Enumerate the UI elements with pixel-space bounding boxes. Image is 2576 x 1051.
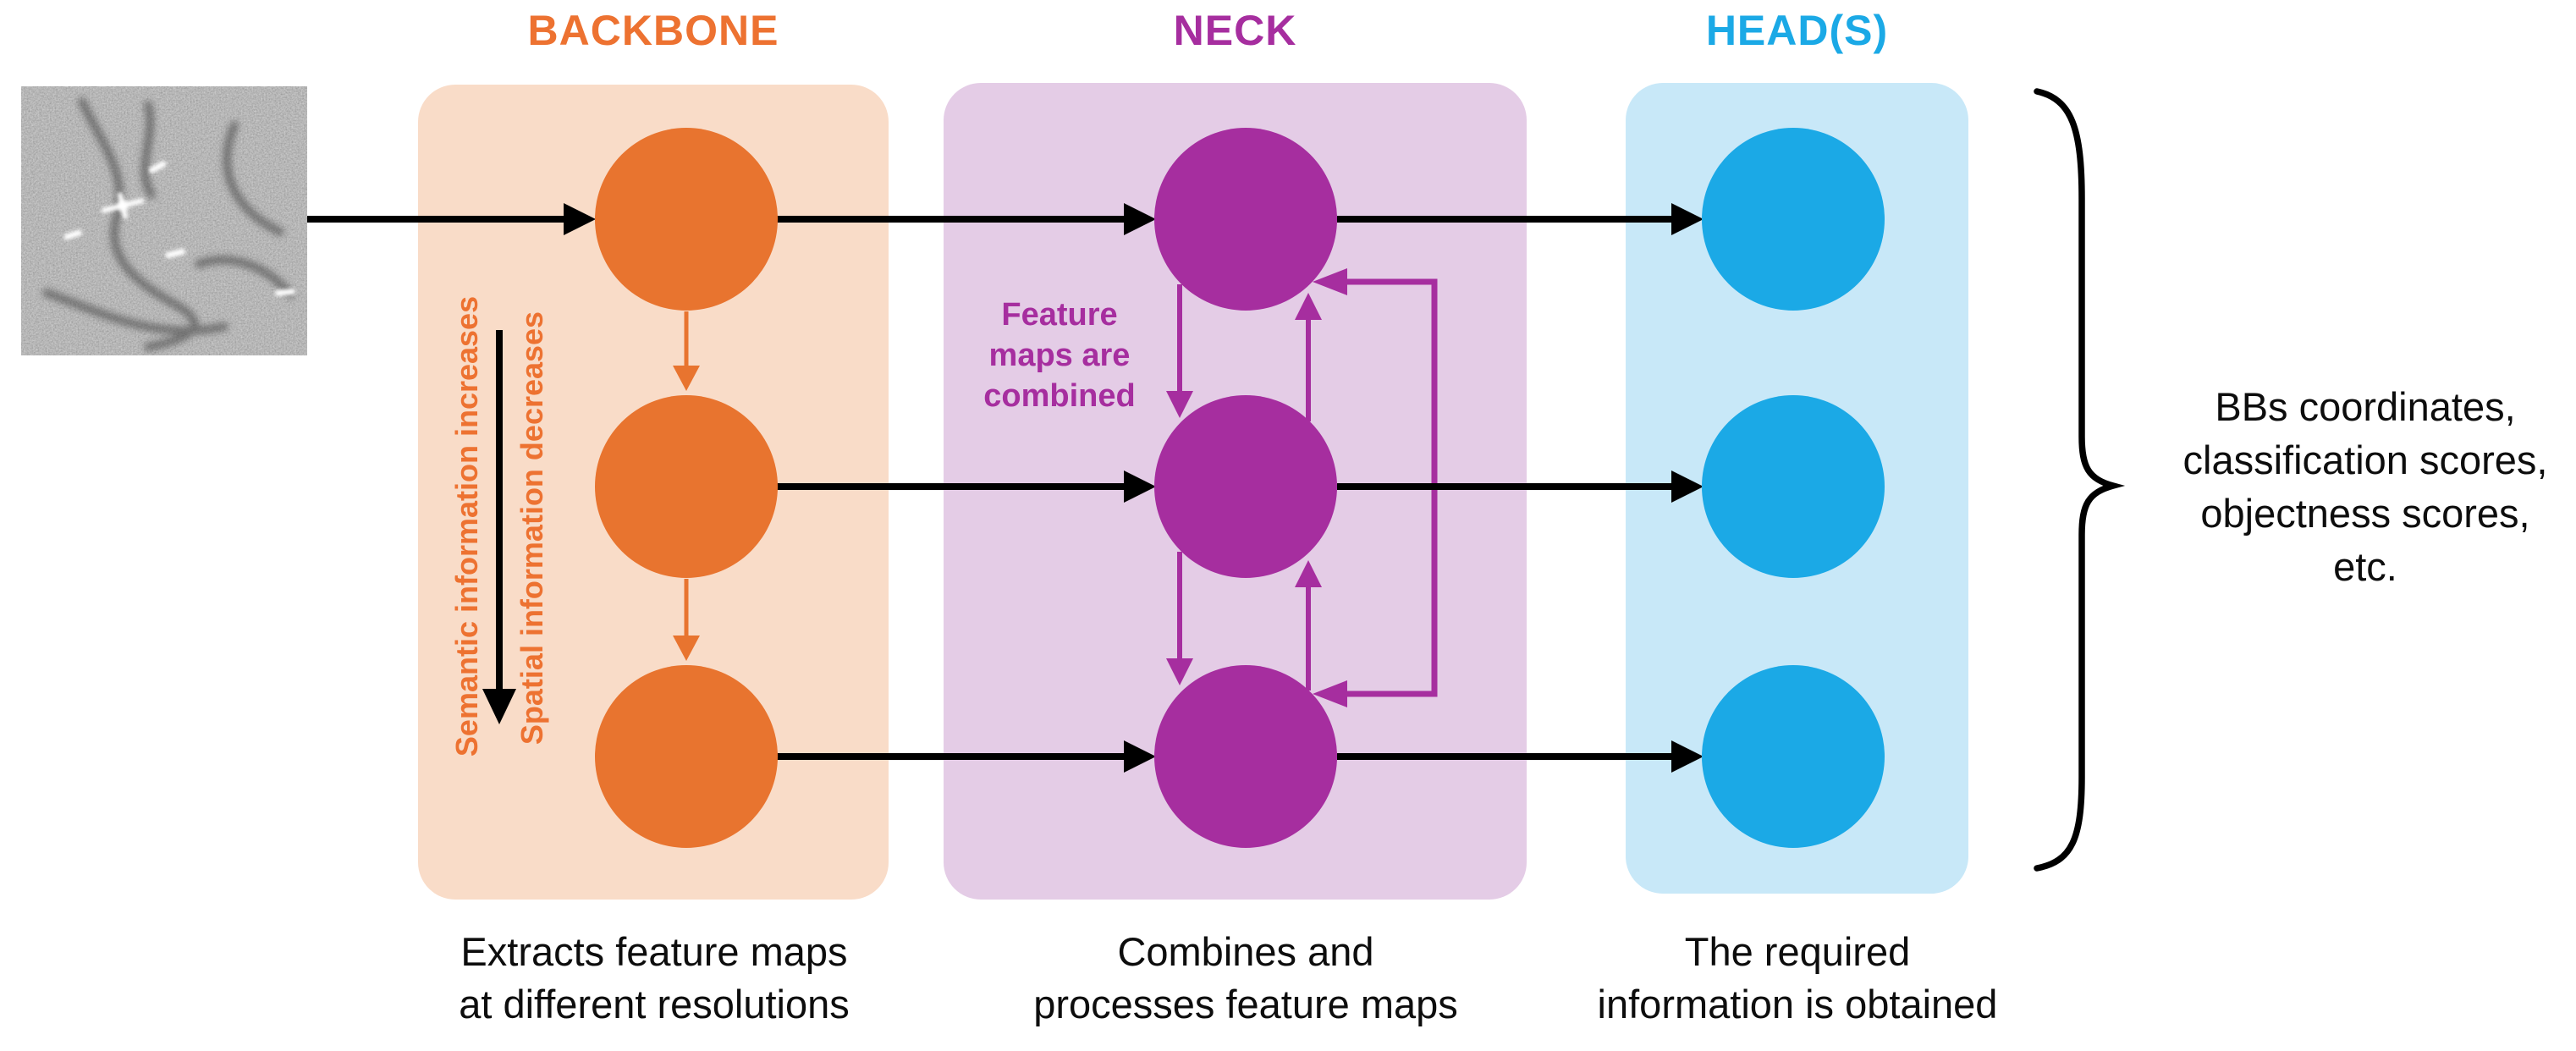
- head-title: HEAD(S): [1705, 7, 1889, 54]
- neck-to-head-arrow-row2: [1337, 470, 1704, 503]
- semantic-information-label: Semantic information increases: [449, 295, 484, 757]
- sar-bright-targets: [63, 161, 296, 296]
- output-line: objectness scores,: [2200, 491, 2530, 536]
- neck-node-3: [1154, 665, 1337, 848]
- neck-caption-line: Combines and: [1117, 929, 1374, 974]
- head-caption-line: information is obtained: [1597, 982, 1998, 1026]
- backbone-node-1: [595, 128, 778, 311]
- output-line: etc.: [2333, 544, 2397, 589]
- head-node-3: [1702, 665, 1885, 848]
- backbone-node-2: [595, 395, 778, 578]
- backbone-node-3: [595, 665, 778, 848]
- backbone-to-neck-arrow-row3: [774, 740, 1156, 773]
- head-caption-line: The required: [1684, 929, 1911, 974]
- neck-caption-line: processes feature maps: [1033, 982, 1458, 1026]
- backbone-caption-line: Extracts feature maps: [460, 929, 848, 974]
- backbone-down-arrow-bottom: [673, 579, 700, 661]
- backbone-title: BACKBONE: [527, 7, 779, 54]
- spatial-information-label: Spatial information decreases: [515, 311, 549, 746]
- backbone-to-neck-arrow-row2: [777, 470, 1156, 503]
- sar-dark-streaks: [42, 97, 294, 351]
- output-brace: [2034, 88, 2126, 872]
- sar-input-image: [21, 86, 307, 355]
- neck-annotation-line: Feature: [1001, 297, 1118, 333]
- head-node-1: [1702, 128, 1885, 311]
- backbone-down-arrow-top: [673, 311, 700, 391]
- backbone-downsample-arrows: [673, 311, 700, 661]
- flow-arrows: [307, 203, 1704, 773]
- neck-annotation: Feature maps are combined: [899, 294, 1220, 416]
- neck-down-arrow-bottom: [1166, 552, 1193, 685]
- neck-down-arrow-top: [1166, 284, 1193, 418]
- backbone-caption: Extracts feature maps at different resol…: [383, 926, 925, 1031]
- output-line: classification scores,: [2182, 437, 2548, 482]
- neck-to-head-arrow-row1: [1337, 203, 1704, 235]
- semantic-axis-arrow: [482, 330, 516, 724]
- output-line: BBs coordinates,: [2215, 384, 2516, 429]
- head-node-2: [1702, 395, 1885, 578]
- output-description: BBs coordinates, classification scores, …: [2141, 380, 2576, 593]
- input-to-backbone-arrow: [307, 203, 596, 235]
- neck-to-head-arrow-row3: [1337, 740, 1704, 773]
- neck-up-arrow-bottom: [1295, 560, 1322, 691]
- neck-annotation-line: combined: [983, 378, 1136, 414]
- backbone-caption-line: at different resolutions: [459, 982, 850, 1026]
- backbone-to-neck-arrow-row1: [777, 203, 1156, 235]
- neck-caption: Combines and processes feature maps: [975, 926, 1516, 1031]
- neck-annotation-line: maps are: [988, 338, 1131, 373]
- neck-title: NECK: [1173, 7, 1297, 54]
- head-caption: The required information is obtained: [1527, 926, 2068, 1031]
- neck-node-2: [1154, 395, 1337, 578]
- neck-up-arrow-top: [1295, 293, 1322, 421]
- neck-node-1: [1154, 128, 1337, 311]
